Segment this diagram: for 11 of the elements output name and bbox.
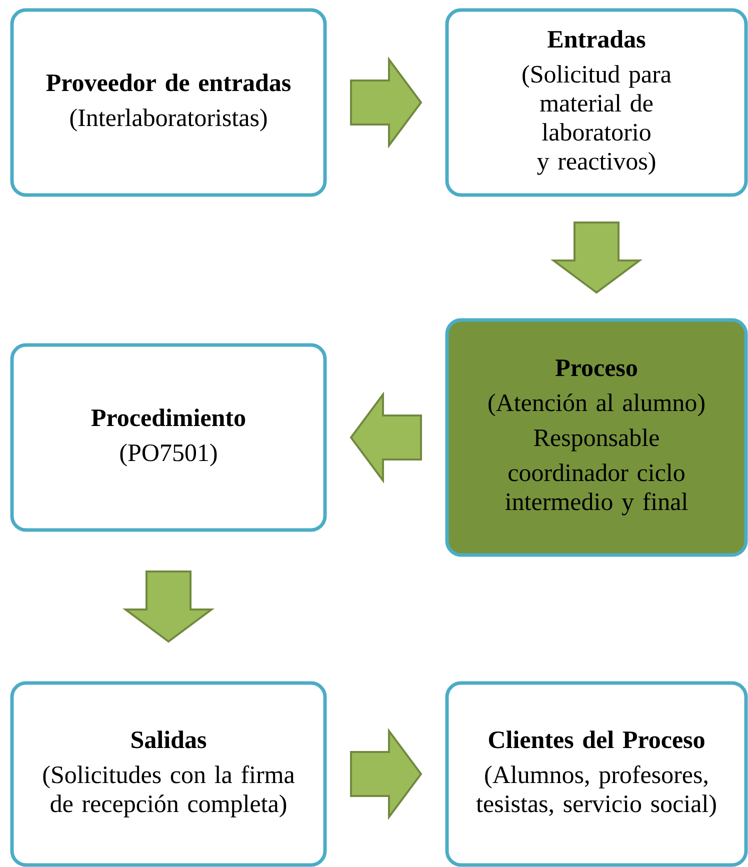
process-box: Proveedor de entradas (Interlaboratoristas) <box>10 8 327 197</box>
block-arrow <box>122 570 215 643</box>
process-box: Salidas (Solicitudes con la firma de recepción completa) <box>10 681 327 867</box>
block-arrow <box>550 222 643 294</box>
block-arrow <box>350 728 422 820</box>
block-arrow <box>350 56 422 148</box>
process-box: Clientes del Proceso (Alumnos, profesores, tesistas, servicio social) <box>445 681 748 867</box>
block-arrow <box>350 391 422 484</box>
process-box: Procedimiento (PO7501) <box>10 343 327 532</box>
process-box: Entradas (Solicitud para material de laboratorio y reactivos) <box>445 8 748 197</box>
process-box: Proceso (Atención al alumno) Responsable coordinador ciclo intermedio y final <box>445 318 748 557</box>
